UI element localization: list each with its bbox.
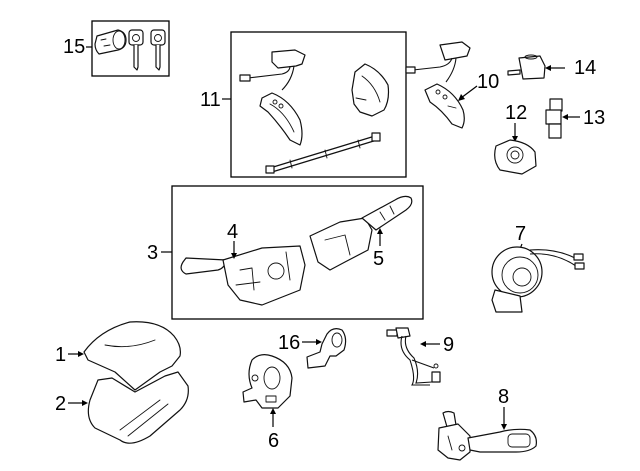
- part-6-steering-angle-sensor[interactable]: 6: [242, 354, 293, 452]
- connector-icon: [545, 98, 563, 139]
- right-steering-switch-icon: [351, 63, 390, 117]
- callout-1: 1: [55, 344, 66, 366]
- part-3-combination-switch[interactable]: 3 4 5: [147, 185, 424, 320]
- harness-rod-icon: [265, 132, 381, 174]
- ignition-switch-icon: [494, 139, 537, 175]
- callout-5: 5: [373, 248, 384, 270]
- part-7-clock-spring[interactable]: 7: [491, 223, 585, 313]
- callout-13: 13: [583, 107, 605, 129]
- part-2-lower-cover[interactable]: 2: [55, 371, 189, 444]
- callout-8: 8: [498, 386, 509, 408]
- callout-3: 3: [147, 242, 158, 264]
- part-16-bracket[interactable]: 16: [278, 328, 347, 369]
- left-steering-switch-icon: [239, 49, 306, 146]
- callout-4: 4: [227, 221, 238, 243]
- part-15-box: [91, 20, 170, 77]
- part-8-cruise-control-switch[interactable]: 8: [437, 386, 537, 461]
- key-icon: [150, 29, 166, 71]
- callout-15: 15: [63, 36, 85, 58]
- part-15-lock-cylinder-and-keys[interactable]: 15: [63, 20, 170, 77]
- callout-11: 11: [200, 89, 221, 111]
- part-1-upper-cover[interactable]: 1: [55, 321, 181, 391]
- part-11-box: [230, 31, 407, 178]
- wiper-switch-icon: [309, 195, 413, 271]
- steering-wheel-switch-icon: [405, 41, 471, 129]
- bracket-icon: [306, 328, 347, 369]
- callout-12: 12: [505, 102, 527, 124]
- part-9-wiring-harness[interactable]: 9: [386, 327, 454, 386]
- transponder-amplifier-icon: [507, 54, 546, 80]
- part-14-transponder[interactable]: 14: [507, 54, 596, 80]
- wiring-harness-icon: [386, 327, 441, 386]
- callout-7: 7: [515, 223, 526, 245]
- callout-2: 2: [55, 393, 66, 415]
- key-icon: [128, 29, 144, 71]
- clock-spring-icon: [491, 246, 585, 313]
- callout-10: 10: [477, 71, 499, 93]
- lock-cylinder-icon: [94, 29, 127, 55]
- part-13-connector[interactable]: 13: [545, 98, 605, 139]
- callout-14: 14: [574, 57, 596, 79]
- callout-9: 9: [443, 334, 454, 356]
- turn-signal-switch-icon: [180, 245, 306, 306]
- callout-6: 6: [268, 430, 279, 452]
- callout-16: 16: [278, 332, 300, 354]
- part-12-ignition-switch[interactable]: 12: [494, 102, 537, 175]
- part-11-switch-kit[interactable]: 11: [200, 31, 407, 178]
- part-10-steering-wheel-switch[interactable]: 10: [405, 41, 499, 129]
- cruise-control-switch-icon: [437, 410, 537, 461]
- steering-angle-sensor-icon: [242, 354, 293, 409]
